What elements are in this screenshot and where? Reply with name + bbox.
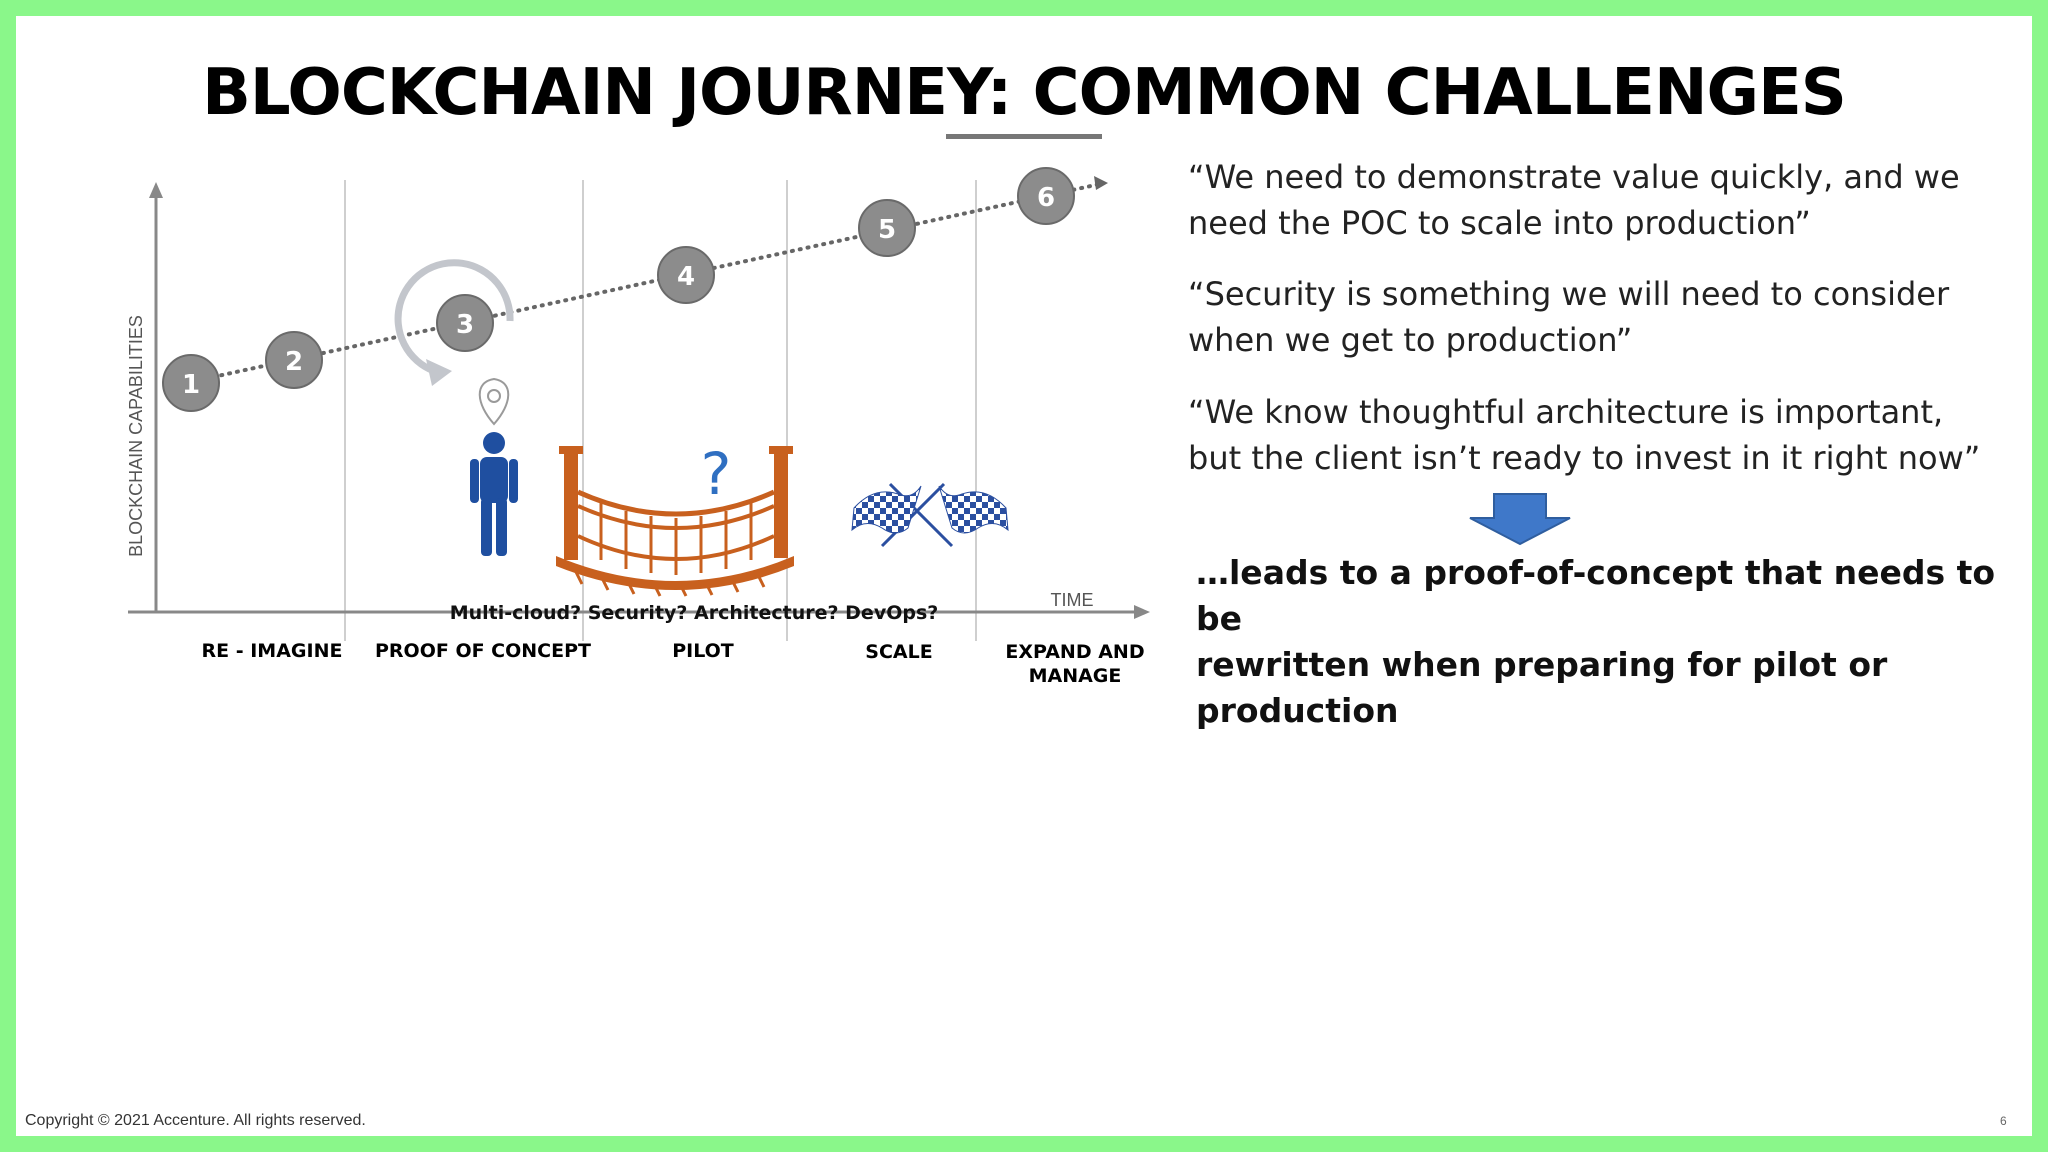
quote-3-line-1: “We know thoughtful architecture is impo… bbox=[1188, 393, 1944, 431]
step-6: 6 bbox=[1017, 167, 1075, 225]
phase-manage: MANAGE bbox=[1029, 665, 1122, 687]
page-number: 6 bbox=[2000, 1114, 2007, 1128]
step-4: 4 bbox=[657, 246, 715, 304]
phase-proof-of-concept: PROOF OF CONCEPT bbox=[375, 640, 591, 662]
x-axis bbox=[128, 605, 1150, 619]
checkered-flags-icon bbox=[851, 482, 1009, 548]
step-2: 2 bbox=[265, 331, 323, 389]
step-6-label: 6 bbox=[1037, 183, 1055, 213]
step-4-label: 4 bbox=[677, 262, 695, 292]
title-underline bbox=[946, 134, 1102, 139]
x-axis-label: TIME bbox=[1051, 590, 1094, 610]
person-icon bbox=[470, 432, 518, 556]
phase-scale: SCALE bbox=[865, 641, 932, 663]
y-axis bbox=[149, 182, 163, 612]
step-5: 5 bbox=[858, 199, 916, 257]
quote-1: “We need to demonstrate value quickly, a… bbox=[1188, 154, 1988, 246]
cycle-arrow-icon bbox=[394, 259, 514, 386]
down-arrow-icon bbox=[1469, 493, 1571, 546]
step-3: 3 bbox=[436, 294, 494, 352]
question-mark: ? bbox=[701, 440, 732, 508]
quote-2: “Security is something we will need to c… bbox=[1188, 271, 1988, 363]
step-1-label: 1 bbox=[182, 370, 200, 400]
slide: BLOCKCHAIN JOURNEY: COMMON CHALLENGES bbox=[16, 16, 2032, 1136]
step-5-label: 5 bbox=[878, 215, 896, 245]
step-3-label: 3 bbox=[456, 310, 474, 340]
phase-expand-and: EXPAND AND bbox=[1005, 641, 1144, 663]
phase-pilot: PILOT bbox=[672, 640, 734, 662]
footer-copyright: Copyright © 2021 Accenture. All rights r… bbox=[25, 1112, 366, 1129]
conclusion: …leads to a proof-of-concept that needs … bbox=[1196, 550, 2006, 734]
location-pin-icon bbox=[478, 377, 510, 426]
quote-3: “We know thoughtful architecture is impo… bbox=[1188, 389, 1988, 481]
y-axis-label: BLOCKCHAIN CAPABILITIES bbox=[126, 315, 146, 557]
quote-2-line-1: “Security is something we will need to c… bbox=[1188, 275, 1950, 313]
trend-line bbox=[188, 176, 1108, 384]
step-1: 1 bbox=[162, 354, 220, 412]
challenge-questions: Multi-cloud? Security? Architecture? Dev… bbox=[450, 602, 939, 624]
quote-3-line-2: but the client isn’t ready to invest in … bbox=[1188, 439, 1981, 477]
journey-diagram: BLOCKCHAIN CAPABILITIES TIME 1 2 3 4 bbox=[126, 167, 1571, 687]
quote-1-line-1: “We need to demonstrate value quickly, a… bbox=[1188, 158, 1960, 196]
phase-reimagine: RE - IMAGINE bbox=[202, 640, 343, 662]
quote-1-line-2: need the POC to scale into production” bbox=[1188, 204, 1811, 242]
quote-2-line-2: when we get to production” bbox=[1188, 321, 1633, 359]
rope-bridge-icon bbox=[556, 446, 794, 597]
conclusion-line-1: …leads to a proof-of-concept that needs … bbox=[1196, 553, 1996, 638]
step-2-label: 2 bbox=[285, 347, 303, 377]
conclusion-line-2: rewritten when preparing for pilot or pr… bbox=[1196, 645, 1888, 730]
slide-title: BLOCKCHAIN JOURNEY: COMMON CHALLENGES bbox=[202, 56, 1847, 130]
